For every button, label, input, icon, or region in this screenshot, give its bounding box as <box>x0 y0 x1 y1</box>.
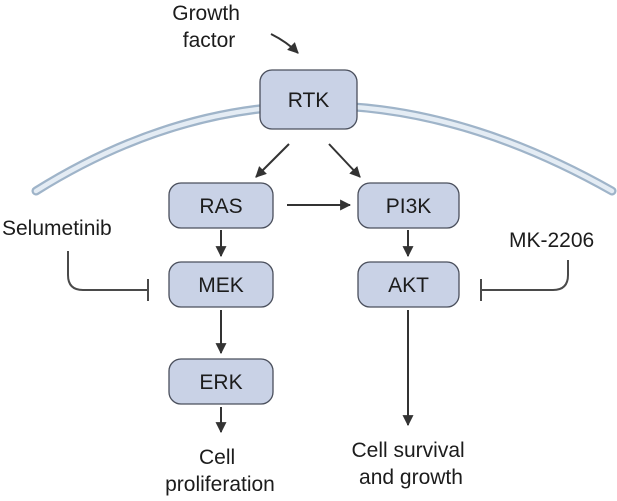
mk2206-inhibition-line <box>482 260 569 291</box>
node-erk: ERK <box>168 358 274 405</box>
cell-survival-label: Cell survival and growth <box>351 439 470 489</box>
cell-proliferation-label: Cell proliferation <box>165 446 275 496</box>
arrow-rtk-ras <box>255 143 290 178</box>
node-rtk-label: RTK <box>288 89 330 112</box>
growth-factor-arrow <box>270 33 299 54</box>
mk2206-label: MK-2206 <box>509 229 594 252</box>
node-mek: MEK <box>168 261 274 308</box>
growth-factor-label: Growth factor <box>172 2 246 52</box>
selumetinib-inhibition-line <box>67 251 147 291</box>
node-ras-label: RAS <box>199 195 242 218</box>
arrow-rtk-pi3k <box>328 143 361 178</box>
node-erk-label: ERK <box>199 371 242 394</box>
node-akt: AKT <box>357 261 460 308</box>
node-mek-label: MEK <box>198 274 244 297</box>
node-rtk: RTK <box>259 69 358 130</box>
node-ras: RAS <box>168 182 274 229</box>
node-akt-label: AKT <box>388 274 429 297</box>
selumetinib-label: Selumetinib <box>2 217 112 240</box>
node-pi3k: PI3K <box>357 182 460 229</box>
node-pi3k-label: PI3K <box>386 195 432 218</box>
